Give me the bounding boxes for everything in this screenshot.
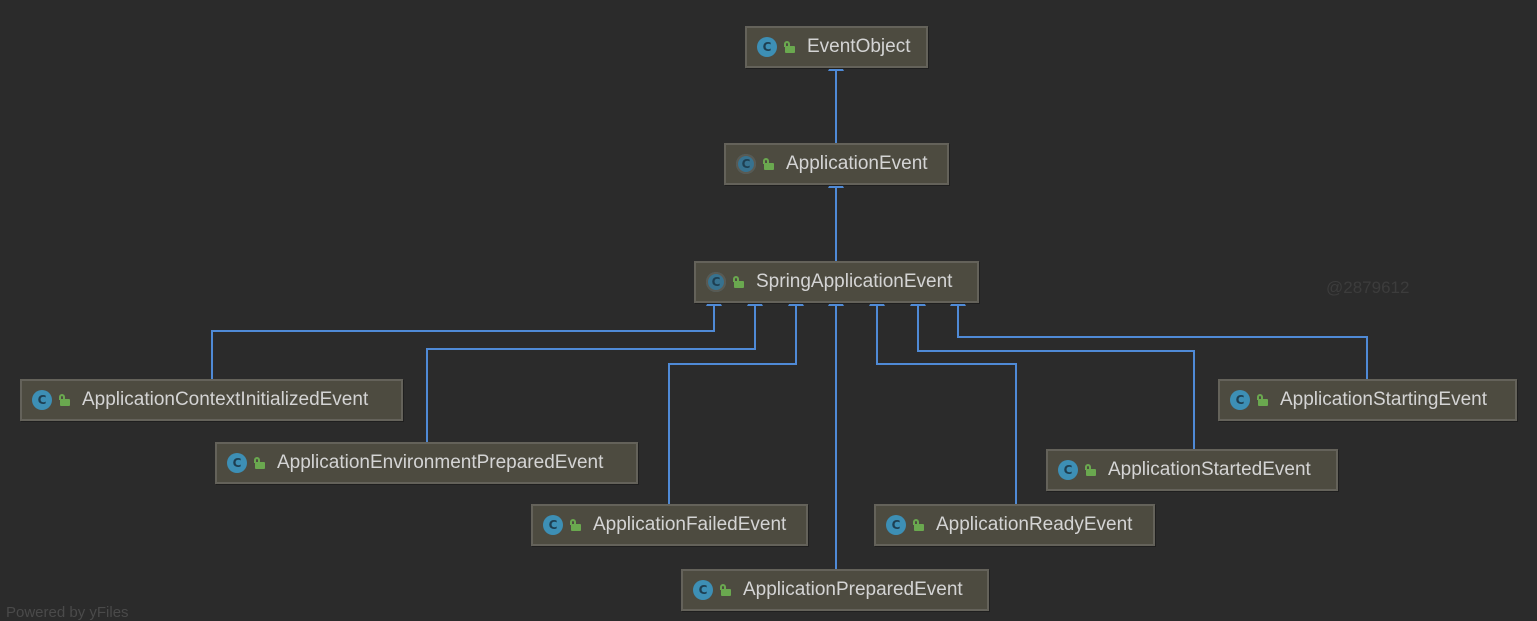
- class-node-application-context-initialized-event[interactable]: C ApplicationContextInitializedEvent: [20, 379, 403, 421]
- class-label: ApplicationContextInitializedEvent: [82, 389, 369, 410]
- public-lock-icon: [1084, 464, 1096, 476]
- edge-starting-to-spring: [957, 305, 1368, 379]
- class-c-icon: C: [543, 515, 563, 535]
- class-c-icon: C: [757, 37, 777, 57]
- abstract-class-c-icon: C: [736, 154, 756, 174]
- class-node-application-event[interactable]: C ApplicationEvent: [724, 143, 949, 185]
- class-label: EventObject: [807, 36, 911, 57]
- class-label: ApplicationEnvironmentPreparedEvent: [277, 452, 604, 473]
- class-node-spring-application-event[interactable]: C SpringApplicationEvent: [694, 261, 979, 303]
- class-node-event-object[interactable]: C EventObject: [745, 26, 928, 68]
- public-lock-icon: [253, 457, 265, 469]
- class-node-application-ready-event[interactable]: C ApplicationReadyEvent: [874, 504, 1155, 546]
- public-lock-icon: [569, 519, 581, 531]
- class-label: ApplicationStartingEvent: [1280, 389, 1488, 410]
- public-lock-icon: [1256, 394, 1268, 406]
- public-lock-icon: [762, 158, 774, 170]
- public-lock-icon: [58, 394, 70, 406]
- class-label: ApplicationEvent: [786, 153, 928, 174]
- edge-ready-to-spring: [876, 305, 1017, 504]
- class-label: ApplicationReadyEvent: [936, 514, 1133, 535]
- edge-environment-prepared-to-spring: [426, 305, 756, 442]
- abstract-class-c-icon: C: [706, 272, 726, 292]
- class-c-icon: C: [886, 515, 906, 535]
- class-label: SpringApplicationEvent: [756, 271, 953, 292]
- class-c-icon: C: [1058, 460, 1078, 480]
- class-label: ApplicationPreparedEvent: [743, 579, 963, 600]
- class-node-application-failed-event[interactable]: C ApplicationFailedEvent: [531, 504, 808, 546]
- class-c-icon: C: [227, 453, 247, 473]
- edge-failed-to-spring: [668, 305, 797, 504]
- public-lock-icon: [719, 584, 731, 596]
- class-c-icon: C: [32, 390, 52, 410]
- watermark: @2879612: [1326, 278, 1410, 297]
- class-node-application-starting-event[interactable]: C ApplicationStartingEvent: [1218, 379, 1517, 421]
- edge-context-initialized-to-spring: [211, 305, 715, 379]
- public-lock-icon: [732, 276, 744, 288]
- class-label: ApplicationStartedEvent: [1108, 459, 1311, 480]
- powered-by-note: Powered by yFiles: [6, 604, 129, 621]
- class-label: ApplicationFailedEvent: [593, 514, 787, 535]
- class-c-icon: C: [693, 580, 713, 600]
- class-node-application-started-event[interactable]: C ApplicationStartedEvent: [1046, 449, 1338, 491]
- class-c-icon: C: [1230, 390, 1250, 410]
- edge-started-to-spring: [917, 305, 1195, 449]
- public-lock-icon: [783, 41, 795, 53]
- class-node-application-environment-prepared-event[interactable]: C ApplicationEnvironmentPreparedEvent: [215, 442, 638, 484]
- public-lock-icon: [912, 519, 924, 531]
- class-node-application-prepared-event[interactable]: C ApplicationPreparedEvent: [681, 569, 989, 611]
